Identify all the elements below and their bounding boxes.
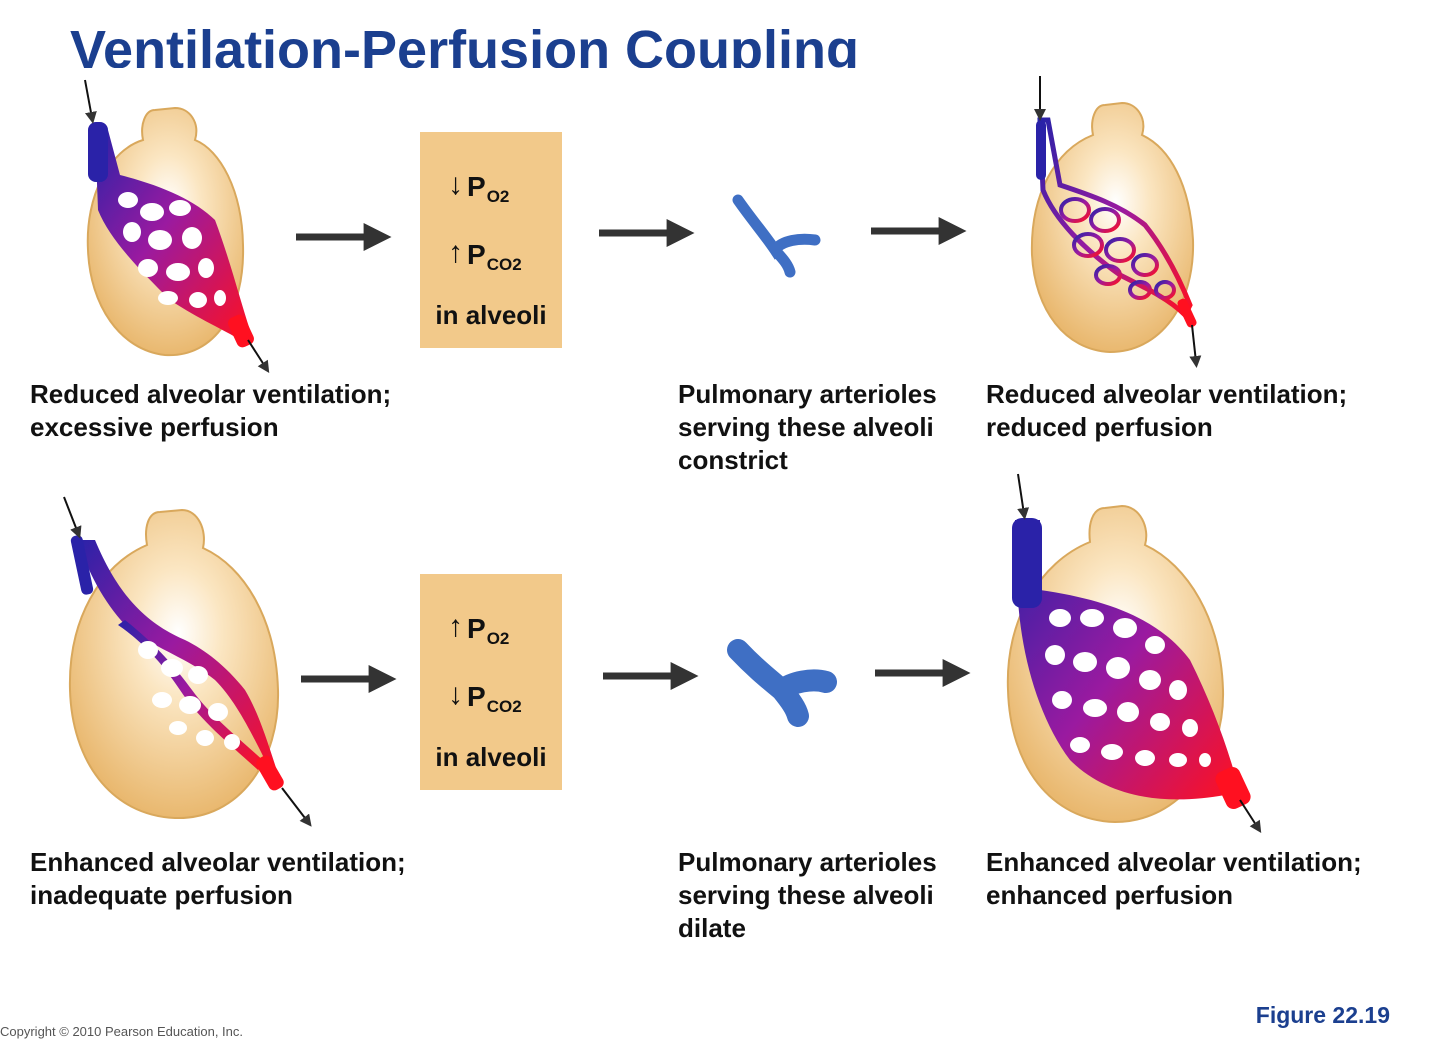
response-caption-row2: Pulmonary arterioles serving these alveo… bbox=[678, 847, 937, 943]
alveolus-enhanced-ventilation-enhanced-perfusion bbox=[1006, 473, 1262, 834]
po2-readout: ↑ PO2 bbox=[448, 610, 510, 649]
response-caption-row1: Pulmonary arterioles serving these alveo… bbox=[678, 379, 937, 475]
increase-arrow-icon: ↑ bbox=[448, 610, 463, 643]
alveolus-reduced-ventilation-excessive-perfusion bbox=[84, 79, 270, 374]
location-label: in alveoli bbox=[435, 300, 547, 330]
decrease-arrow-icon: ↓ bbox=[448, 168, 463, 201]
pco2-readout: ↑ PCO2 bbox=[448, 236, 522, 275]
page-title: Ventilation-Perfusion Coupling bbox=[70, 20, 859, 68]
alveolar-gas-box-row2: ↑ PO2 ↓ PCO2 in alveoli bbox=[420, 574, 562, 790]
pco2-readout: ↓ PCO2 bbox=[448, 678, 522, 717]
dilated-arteriole bbox=[727, 639, 837, 727]
po2-readout: ↓ PO2 bbox=[448, 168, 510, 207]
result-caption-row1: Reduced alveolar ventilation; reduced pe… bbox=[986, 379, 1348, 442]
alveolus-enhanced-ventilation-inadequate-perfusion bbox=[63, 496, 312, 827]
copyright-notice: Copyright © 2010 Pearson Education, Inc. bbox=[0, 1024, 244, 1039]
increase-arrow-icon: ↑ bbox=[448, 236, 463, 269]
condition-caption-row1: Reduced alveolar ventilation; excessive … bbox=[30, 379, 392, 442]
figure-label: Figure 22.19 bbox=[1255, 1002, 1390, 1028]
alveolus-reduced-ventilation-reduced-perfusion bbox=[1030, 76, 1202, 368]
result-caption-row2: Enhanced alveolar ventilation; enhanced … bbox=[986, 847, 1362, 910]
condition-caption-row2: Enhanced alveolar ventilation; inadequat… bbox=[30, 847, 406, 910]
constricted-arteriole bbox=[732, 194, 821, 278]
decrease-arrow-icon: ↓ bbox=[448, 678, 463, 711]
alveolar-gas-box-row1: ↓ PO2 ↑ PCO2 in alveoli bbox=[420, 132, 562, 348]
location-label: in alveoli bbox=[435, 742, 547, 772]
